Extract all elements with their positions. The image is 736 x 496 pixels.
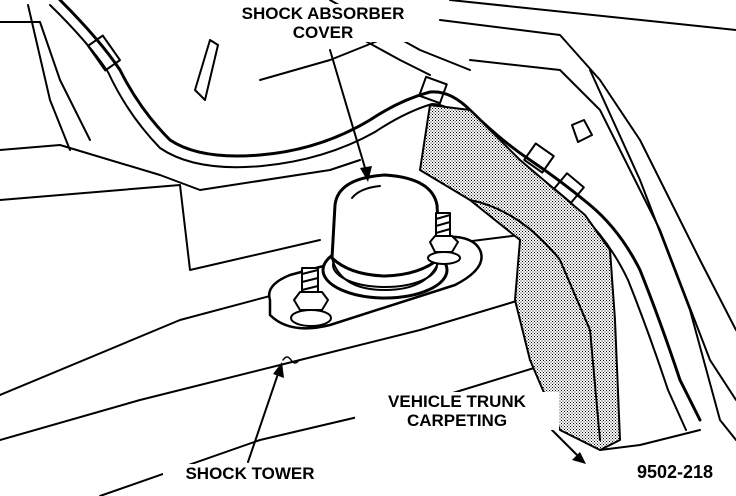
carpet-edge [599,429,701,451]
rear-pillar-4 [589,69,736,441]
upper-panel-edge-2 [27,4,71,151]
shock-cover-highlight [351,185,381,199]
quarter-panel-lower [0,184,321,271]
leader-shock-cover [329,49,369,179]
vehicle-trunk-carpeting-line-2: CARPETING [406,411,508,430]
vehicle-trunk-carpeting-label: VEHICLE TRUNK CARPETING [355,392,559,430]
leader-shock-tower [247,367,281,463]
harness-clip-3 [523,142,555,174]
shock-absorber-cover-line-1: SHOCK ABSORBER [241,4,405,23]
rear-pillar-3 [469,59,736,401]
leader-shock-cover-arrow [360,166,372,182]
trim-clip [571,119,593,143]
shock-tower-front [0,299,521,441]
carpet-fold [469,199,601,441]
wire-harness [58,0,702,422]
quarter-panel-outline [0,144,361,191]
upper-panel-edge [0,21,91,141]
harness-clip-1 [87,34,121,72]
leader-shock-tower-arrow [273,362,284,378]
rear-pillar-2 [439,19,736,331]
figure-number: 9502-218 [618,463,732,482]
shock-cover-lip [331,257,441,291]
harness-clip-2 [418,75,448,105]
stud-right [427,212,461,265]
shock-absorber-cover-label: SHOCK ABSORBER COVER [216,4,430,42]
shock-tower-label: SHOCK TOWER [163,464,337,483]
stud-left [290,267,332,327]
shock-cover-body [330,173,442,278]
shock-absorber-cover-line-2: COVER [292,23,354,42]
tower-squiggle [282,356,300,364]
panel-rib-2 [259,39,381,81]
vehicle-trunk-carpeting-line-1: VEHICLE TRUNK [388,392,526,411]
leader-carpeting-arrow [572,452,586,464]
inner-panel-slot [194,39,219,101]
rear-pillar [449,0,736,31]
